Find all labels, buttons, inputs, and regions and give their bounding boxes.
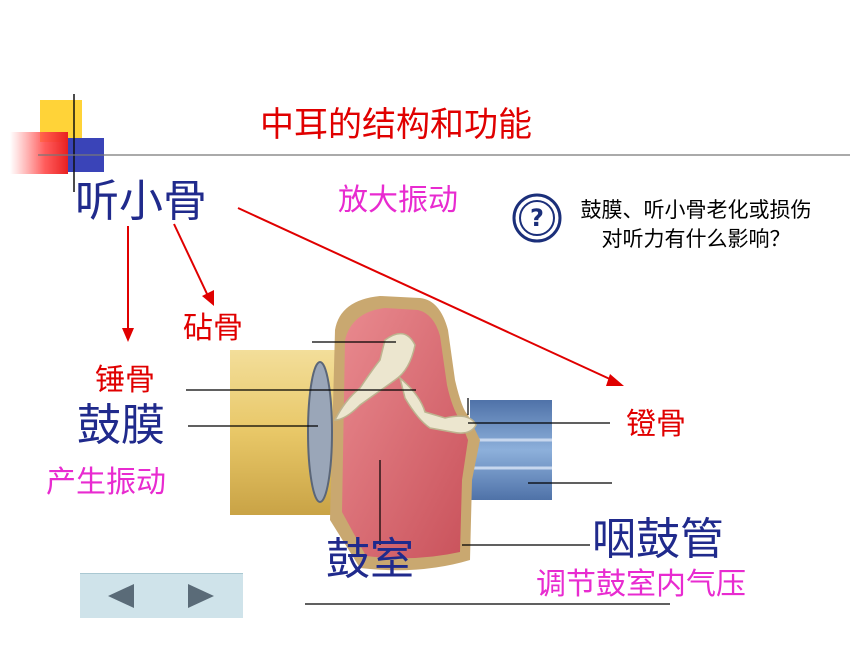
label-eustachian-tube: 咽鼓管 [592,514,724,565]
label-incus: 砧骨 [183,311,243,346]
label-produce-vibration: 产生振动 [46,465,166,500]
question-icon: ? [512,193,562,243]
eardrum-membrane [307,361,333,503]
malleus-incus-bones [333,332,416,421]
arrow-to-incus [173,223,209,297]
label-tympanic-cavity: 鼓室 [326,534,414,585]
stapes-bone [398,375,477,434]
slide-title: 中耳的结构和功能 [260,105,532,145]
label-amplify-vibration: 放大振动 [338,183,458,218]
prev-slide-button[interactable] [102,580,142,612]
red-fade-square [10,132,68,174]
left-triangle-icon [108,584,134,608]
label-stapes: 镫骨 [626,407,686,442]
label-ossicles: 听小骨 [75,176,207,227]
label-regulate-pressure: 调节鼓室内气压 [536,567,746,602]
svg-text:?: ? [530,204,544,232]
label-eardrum: 鼓膜 [77,400,165,451]
label-malleus: 锤骨 [95,363,155,398]
arrow-to-stapes [237,207,613,381]
slide-navigation [80,573,243,618]
question-text: 鼓膜、听小骨老化或损伤对听力有什么影响？ [580,198,812,251]
next-slide-button[interactable] [180,580,220,612]
right-triangle-icon [188,584,214,608]
inner-ear-tube [470,400,552,500]
